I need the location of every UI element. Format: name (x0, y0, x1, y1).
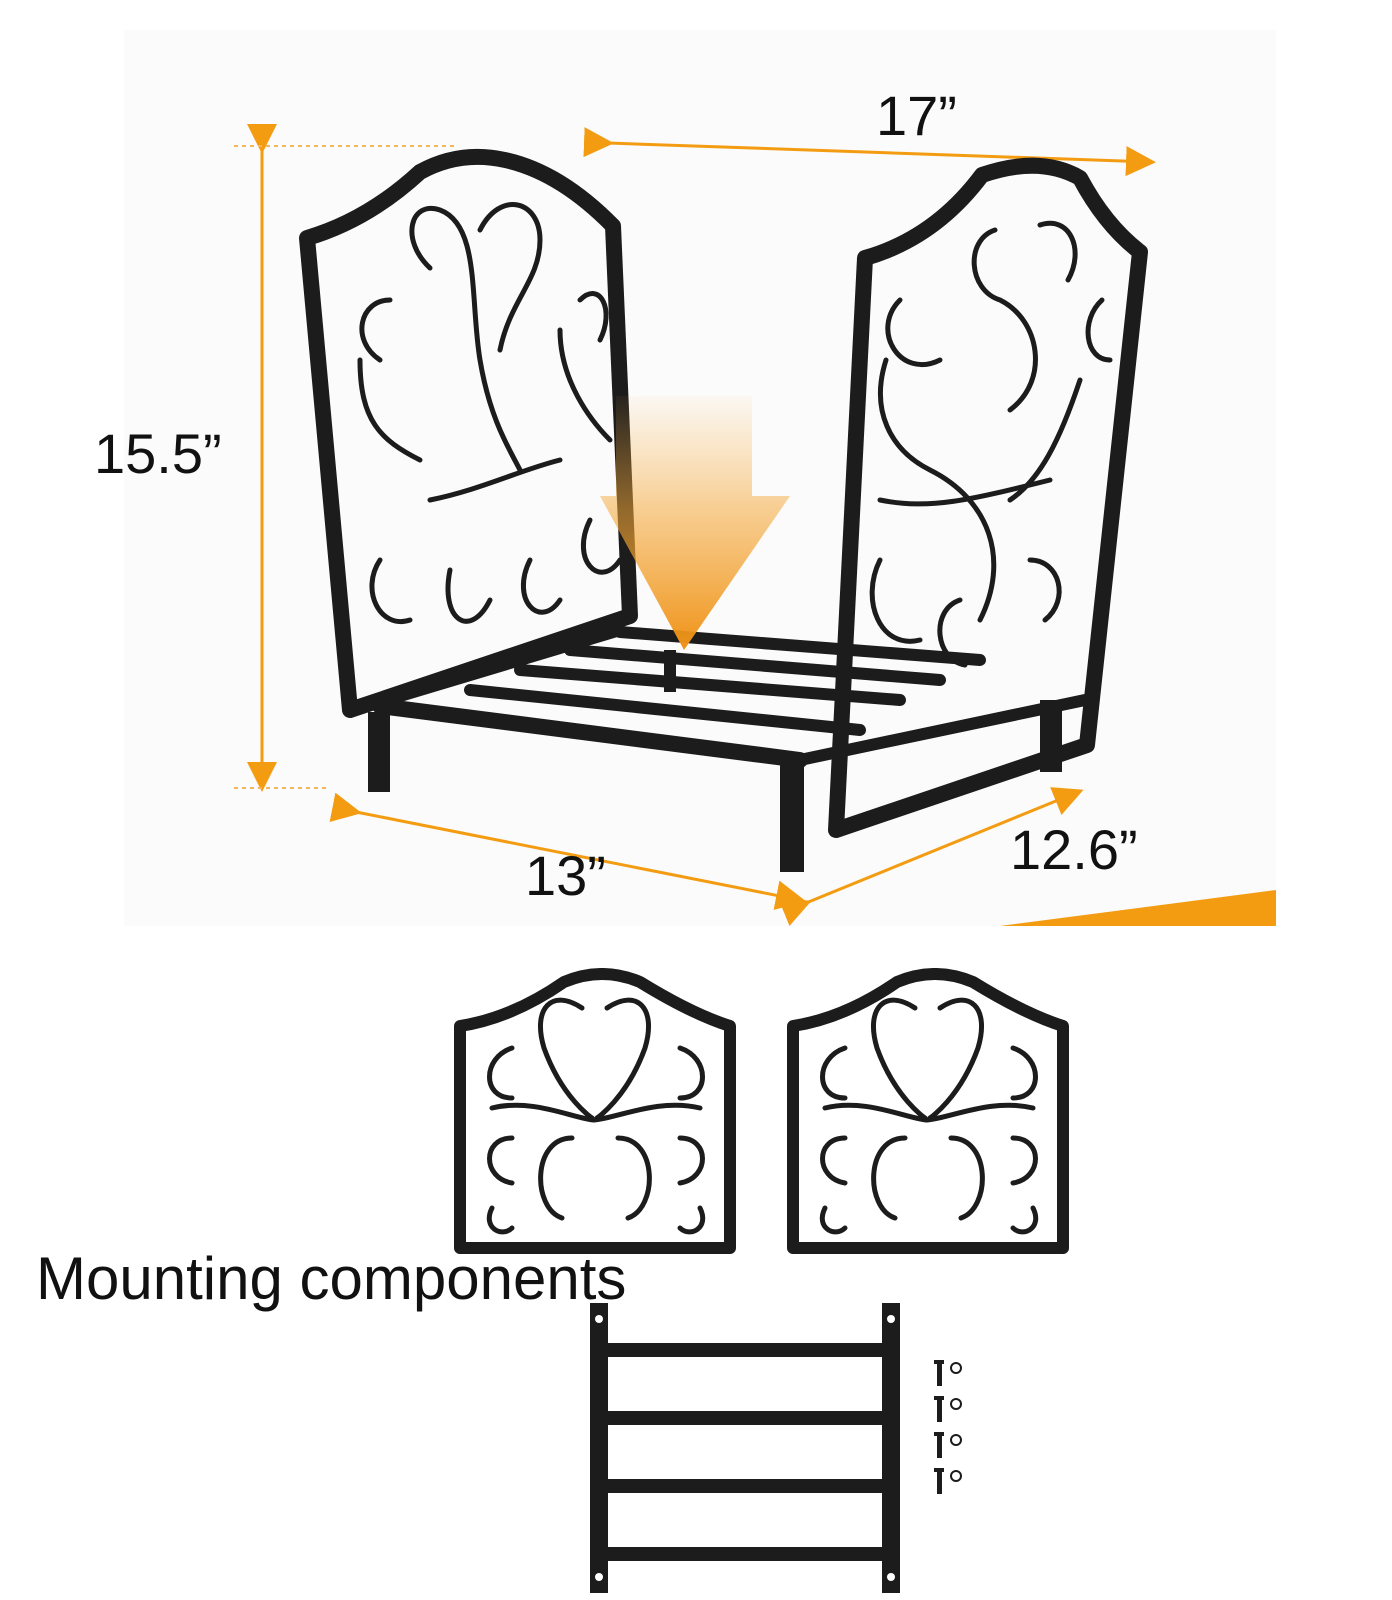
side-panel-component (454, 968, 736, 1254)
screw-icon (934, 1468, 962, 1494)
screw-icon (934, 1360, 962, 1386)
screw-icon (934, 1396, 962, 1422)
rack-left-panel (299, 148, 638, 718)
screw-set-component (934, 1360, 962, 1494)
base-frame-component (590, 1303, 900, 1593)
dimension-lines (247, 124, 1156, 926)
dimension-guides (234, 145, 456, 789)
side-panel-component (787, 968, 1069, 1254)
screw-icon (934, 1432, 962, 1458)
dimension-height-label: 15.5” (94, 422, 222, 485)
dimension-front-width-label: 13” (525, 844, 606, 907)
dimension-width-label: 17” (876, 84, 957, 147)
rack-right-panel (828, 157, 1148, 838)
dimension-depth-label: 12.6” (1010, 818, 1138, 881)
down-arrow-icon (600, 396, 790, 650)
log-rack-assembled-photo (234, 124, 1276, 926)
components-heading: Mounting components (36, 1245, 627, 1312)
